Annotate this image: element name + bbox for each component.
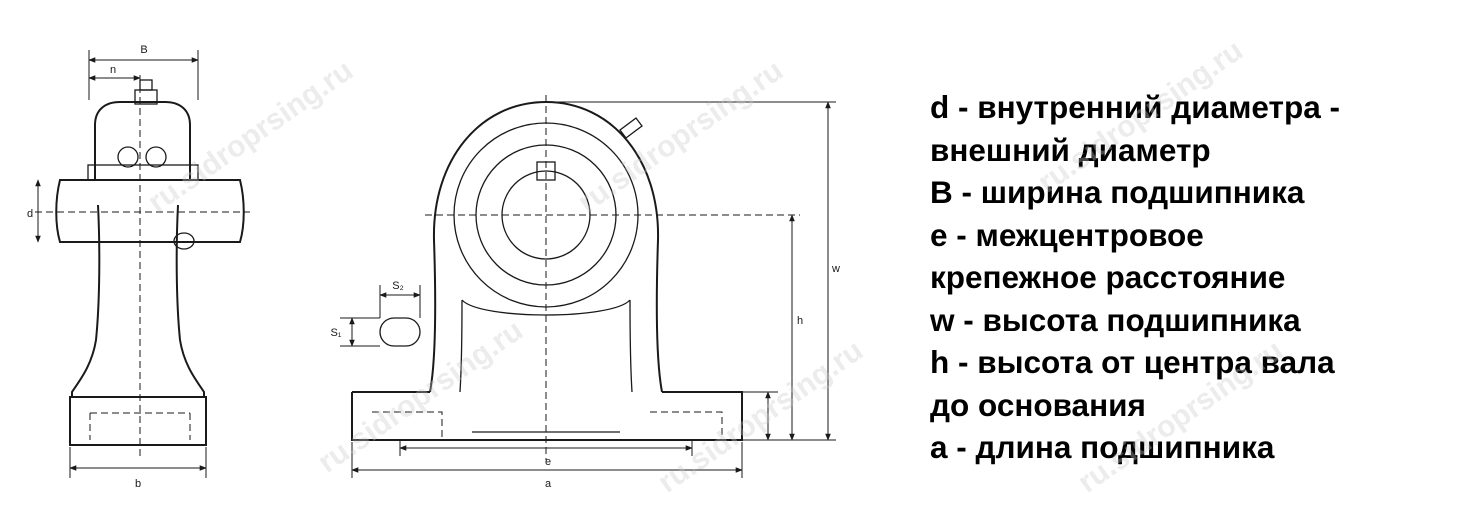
side-base-hidden-slot [89, 412, 191, 440]
legend-line: a - длина подшипника [930, 429, 1275, 465]
dim-h-label: h [797, 315, 803, 327]
side-ball [117, 146, 139, 168]
front-mount-slot [379, 317, 421, 347]
legend-line: внешний диаметр [930, 131, 1211, 168]
dim-S2-label: S₂ [392, 280, 404, 292]
side-shaft [55, 179, 245, 243]
side-ball [145, 146, 167, 168]
side-collar [87, 164, 199, 181]
dim-d-label: d [27, 208, 33, 220]
front-pedestal-inner [459, 299, 633, 393]
side-set-screw [173, 232, 195, 250]
side-bearing-insert [94, 101, 191, 180]
legend-line: крепежное расстояние [930, 259, 1286, 295]
legend-line: B - ширина подшипника [930, 174, 1305, 210]
side-base [69, 396, 207, 446]
side-housing-outline [71, 204, 205, 398]
dim-n-label: n [110, 64, 116, 76]
front-base-hidden-slots [372, 411, 723, 440]
dimension-legend: d - внутренний диаметра - внешний диамет… [930, 86, 1450, 469]
legend-line: h - высота от центра вала [930, 344, 1335, 380]
dim-a-label: a [545, 478, 552, 490]
dim-w-label: w [831, 263, 840, 275]
side-view: B n d b [27, 44, 250, 490]
dim-S1-label: S₁ [330, 327, 341, 339]
legend-line: w - высота подшипника [930, 301, 1301, 338]
dim-b-label: b [135, 478, 141, 490]
dim-e-label: e [545, 456, 551, 468]
legend-line: e - межцентровое [930, 216, 1204, 253]
legend-line: до основания [930, 386, 1146, 423]
legend-line: d - внутренний диаметра - [930, 89, 1340, 125]
front-grease-fitting [619, 117, 643, 139]
dim-B-label: B [140, 44, 147, 56]
front-view: S₂ S₁ w h e a [330, 95, 840, 490]
side-grease-nipple [139, 79, 153, 91]
front-base [351, 391, 743, 441]
